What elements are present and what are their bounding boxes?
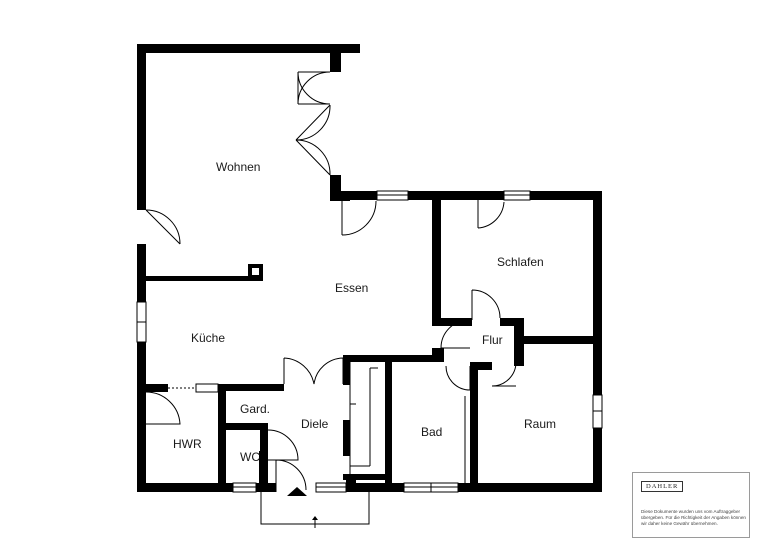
wall-raum-top — [514, 336, 602, 344]
wall-top-wohnen — [137, 44, 360, 53]
wall-schlafen-bottom-left — [432, 318, 472, 326]
label-bad: Bad — [421, 425, 442, 439]
door-hwr — [145, 391, 181, 425]
wall-bad-top-right — [470, 362, 492, 370]
wall-kueche-top — [146, 276, 248, 281]
door-wohnen-left — [145, 209, 181, 245]
window-hwr-top — [195, 383, 219, 393]
label-wc: WC — [240, 450, 260, 464]
wall-top-essen — [340, 191, 377, 200]
wall-schlafen-left — [432, 191, 441, 326]
door-raum — [491, 361, 517, 387]
label-hwr: HWR — [173, 437, 202, 451]
wall-right-upper — [593, 191, 602, 395]
agency-stamp: DAHLER Diese Dokumente wurden uns vom Au… — [632, 472, 750, 538]
wall-top-essen-right — [408, 191, 438, 200]
wall-stair-left-lower — [343, 420, 350, 456]
label-flur: Flur — [482, 333, 503, 347]
walls — [137, 44, 602, 492]
entry-mark-icon — [312, 516, 318, 520]
entrance-arrow-icon — [287, 487, 307, 496]
wall-left-mid — [137, 244, 146, 302]
wall-right-lower — [593, 428, 602, 492]
wall-wc-right — [260, 423, 268, 451]
door-diele — [283, 357, 344, 385]
label-kueche: Küche — [191, 331, 225, 345]
door-terrace-upper — [297, 71, 331, 105]
wall-wohnen-right-bottom — [330, 175, 341, 201]
wall-stair-left — [343, 355, 350, 385]
staircase — [349, 362, 371, 474]
wall-left-lower — [137, 342, 146, 492]
door-entrance — [275, 459, 307, 492]
wall-entry-pillar-left — [259, 451, 268, 492]
door-essen — [341, 200, 377, 236]
label-wohnen: Wohnen — [216, 160, 260, 174]
disclaimer-text: Diese Dokumente wurden uns vom Auftragge… — [641, 509, 746, 526]
wall-bottom-left — [137, 483, 233, 492]
window-mullions — [137, 194, 602, 492]
agency-logo: DAHLER — [641, 481, 684, 492]
label-schlafen: Schlafen — [497, 255, 544, 269]
label-diele: Diele — [301, 417, 329, 431]
label-gard: Gard. — [240, 402, 270, 416]
wall-bottom-mid — [346, 483, 404, 492]
wall-stair-bottom — [343, 474, 392, 480]
wall-bad-right — [470, 362, 478, 492]
door-wc — [267, 429, 299, 461]
wall-top-schlafen-left — [432, 191, 504, 200]
wall-hwr-top-left — [146, 384, 168, 392]
wall-gard-bottom — [226, 423, 268, 430]
wall-left-upper — [137, 44, 146, 210]
wall-stair-top — [343, 355, 443, 362]
room-labels: Wohnen Essen Küche Schlafen Flur Gard. D… — [173, 160, 556, 464]
wall-flur-top-right — [500, 318, 524, 326]
wall-wohnen-corner — [330, 191, 350, 201]
door-flur — [471, 289, 501, 320]
wall-wohnen-right-top — [330, 44, 341, 72]
wall-gard-top — [218, 384, 284, 391]
wall-hwr-right — [218, 384, 226, 492]
door-terrace-lower — [295, 104, 331, 141]
door-schlafen — [477, 200, 505, 229]
wall-bottom-right — [458, 483, 602, 492]
wall-top-schlafen-right — [530, 191, 602, 200]
wall-bad-left — [385, 362, 392, 492]
doors — [145, 71, 517, 528]
wall-entry-pillar-right — [346, 474, 356, 492]
door-flur-left — [440, 319, 470, 349]
label-essen: Essen — [335, 281, 368, 295]
door-bad — [445, 365, 471, 391]
wall-flur-left-lower — [432, 348, 444, 362]
chimney-inner — [252, 268, 259, 275]
label-raum: Raum — [524, 417, 556, 431]
